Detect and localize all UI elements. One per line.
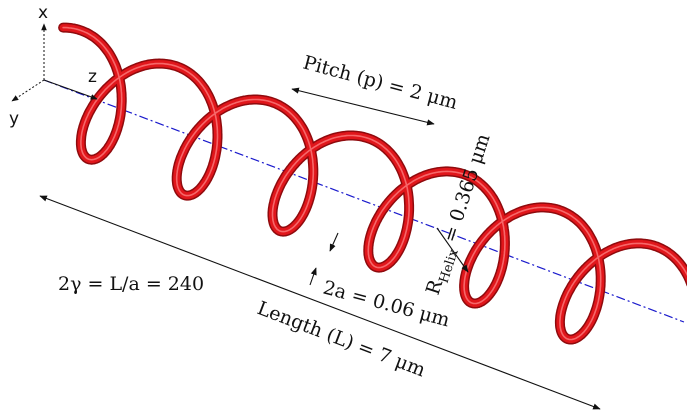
pitch-arrow bbox=[291, 87, 435, 126]
aspect-ratio-label: 2γ = L/a = 240 bbox=[58, 273, 204, 295]
thickness-arrow-top bbox=[329, 232, 339, 252]
length-arrow bbox=[39, 195, 601, 410]
x-axis-label: x bbox=[38, 3, 48, 23]
pitch-annotation: Pitch (p) = 2 μm bbox=[291, 52, 460, 126]
z-axis-label: z bbox=[88, 67, 97, 87]
y-axis-label: y bbox=[9, 109, 19, 129]
radius-label: RHelix = 0.365 μm bbox=[422, 131, 499, 299]
thickness-arrow-bottom bbox=[309, 267, 317, 286]
z-axis-arrow bbox=[43, 79, 98, 100]
y-axis-arrow bbox=[11, 79, 45, 102]
radius-annotation: RHelix = 0.365 μm bbox=[422, 131, 499, 299]
length-annotation: Length (L) = 7 μm bbox=[39, 195, 601, 410]
pitch-label: Pitch (p) = 2 μm bbox=[301, 52, 460, 114]
coordinate-triad: x y z bbox=[9, 3, 98, 129]
